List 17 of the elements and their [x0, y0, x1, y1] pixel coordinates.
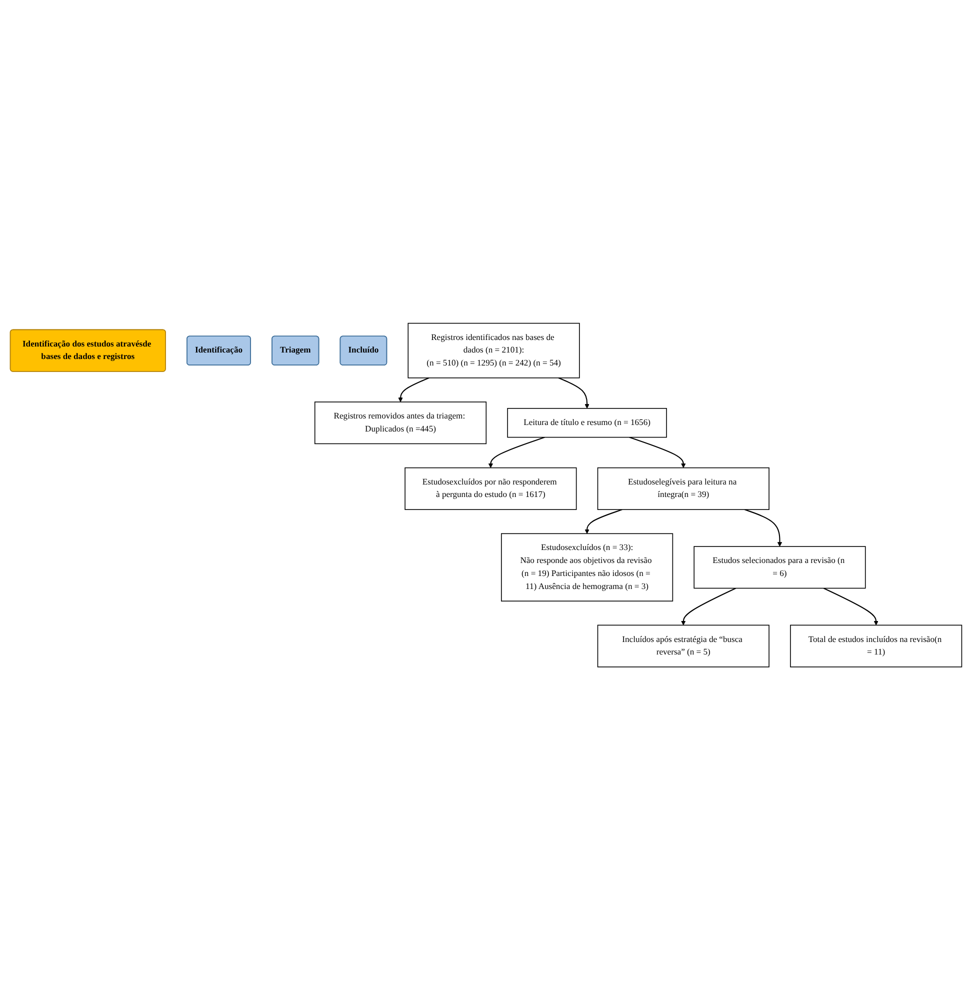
- arrow: [629, 436, 686, 468]
- node-box: Registros identificados nas bases de dados (n = 2101): (n = 510) (n = 1295) (n = 242) (n = 54): [408, 322, 580, 378]
- arrow: [584, 508, 622, 534]
- node-box: Estudos selecionados para a revisão (n = 6): [694, 546, 866, 589]
- node-box: Estudosexcluídos (n = 33): Não responde aos objetivos da revisão (n = 19) Participantes não idosos (n = 11) Ausência de hemograma (n = 3): [500, 533, 674, 602]
- arrow: [488, 436, 545, 468]
- node-box: Total de estudos incluídos na revisão(n = 11): [790, 624, 962, 668]
- arrow: [744, 508, 782, 547]
- arrow: [823, 588, 878, 626]
- node-box: Registros removidos antes da triagem: Duplicados (n =445): [314, 401, 487, 444]
- node-box: Estudoselegíveis para leitura na íntegra(n = 39): [597, 467, 770, 510]
- node-box: Estudosexcluídos por não responderem à pergunta do estudo (n = 1617): [404, 467, 577, 510]
- arrow: [681, 588, 736, 626]
- arrow: [558, 377, 590, 408]
- node-box: Leitura de título e resumo (n = 1656): [507, 408, 667, 438]
- arrow: [398, 377, 430, 402]
- node-box: Incluídos após estratégia de “busca reversa” (n = 5): [597, 624, 770, 668]
